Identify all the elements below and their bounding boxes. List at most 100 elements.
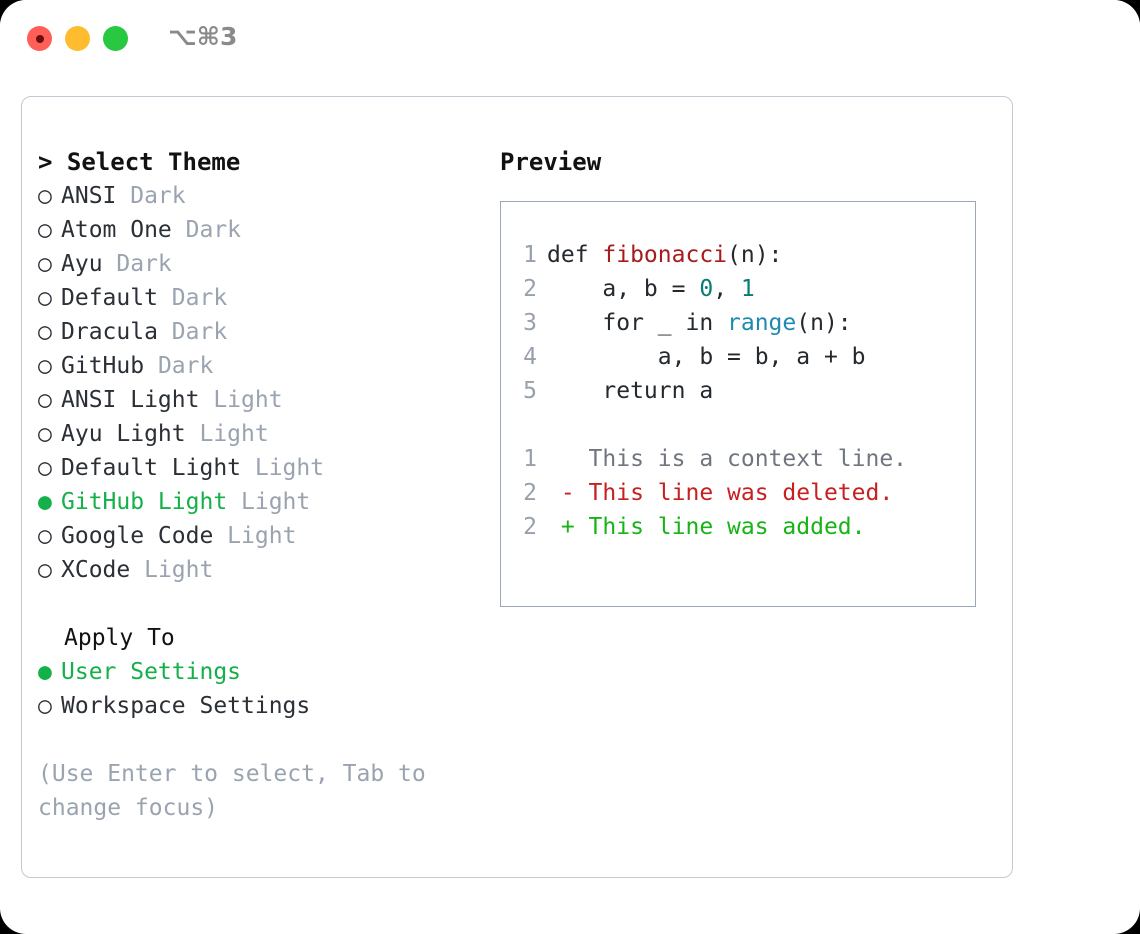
code-token: a, b =	[547, 276, 700, 302]
radio-selected-icon: ●	[38, 489, 52, 515]
section-spacer	[38, 587, 498, 621]
preview-title: Preview	[500, 148, 602, 176]
code-token: range	[727, 310, 797, 336]
theme-option-label: Default	[61, 285, 158, 311]
theme-option-label: XCode	[61, 557, 131, 583]
theme-variant-tag: Dark	[171, 217, 242, 243]
keyboard-hint-text: (Use Enter to select, Tab to change focu…	[38, 761, 440, 821]
theme-option-label: ANSI Light	[61, 387, 200, 413]
theme-option-label: Dracula	[61, 319, 158, 345]
radio-unselected-icon: ○	[38, 455, 52, 481]
radio-unselected-icon: ○	[38, 183, 52, 209]
title-bar: ⌥⌘3	[0, 0, 1140, 78]
theme-option-label: Atom One	[61, 217, 172, 243]
radio-unselected-icon: ○	[38, 557, 52, 583]
theme-option-label: Ayu Light	[61, 421, 186, 447]
code-token: 0	[699, 276, 714, 302]
radio-unselected-icon: ○	[38, 387, 52, 413]
code-line: 5 return a	[501, 374, 975, 408]
radio-unselected-icon: ○	[38, 353, 52, 379]
apply-to-option-label: User Settings	[61, 659, 242, 685]
line-number: 1	[523, 446, 537, 472]
apply-to-option-label: Workspace Settings	[61, 693, 311, 719]
code-token: a, b = b, a + b	[547, 344, 866, 370]
theme-option-list: ○ANSI Dark○Atom One Dark○Ayu Dark○Defaul…	[38, 179, 498, 587]
theme-option[interactable]: ○ XCode Light	[38, 553, 498, 587]
close-button-icon[interactable]	[27, 26, 52, 51]
apply-to-option-list: ● User Settings ○Workspace Settings	[38, 655, 498, 723]
apply-to-option[interactable]: ● User Settings	[38, 655, 498, 689]
theme-option[interactable]: ○ ANSI Light Light	[38, 383, 498, 417]
code-token: (n):	[727, 242, 783, 268]
theme-option[interactable]: ○Atom One Dark	[38, 213, 498, 247]
line-number: 5	[523, 378, 537, 404]
radio-unselected-icon: ○	[38, 523, 52, 549]
radio-unselected-icon: ○	[38, 421, 52, 447]
code-token: def	[547, 242, 603, 268]
main-card: > Select Theme ○ANSI Dark○Atom One Dark○…	[21, 96, 1013, 878]
code-line: 4 a, b = b, a + b	[501, 340, 975, 374]
line-number: 2	[523, 276, 537, 302]
theme-picker-panel: > Select Theme ○ANSI Dark○Atom One Dark○…	[38, 145, 498, 825]
code-token: (n):	[796, 310, 852, 336]
theme-variant-tag: Dark	[102, 251, 172, 277]
line-number: 4	[523, 344, 537, 370]
theme-variant-tag: Light	[199, 387, 283, 413]
code-token: This is a context line.	[547, 446, 908, 472]
radio-selected-icon: ●	[38, 659, 52, 685]
theme-option[interactable]: ● GitHub Light Light	[38, 485, 498, 519]
code-line: 2 a, b = 0, 1	[501, 272, 975, 306]
diff-sample: 1 This is a context line.2 - This line w…	[501, 442, 975, 544]
code-spacer	[501, 408, 975, 442]
theme-variant-tag: Light	[227, 489, 311, 515]
theme-option-label: GitHub	[61, 353, 145, 379]
theme-variant-tag: Dark	[116, 183, 186, 209]
code-token: fibonacci	[602, 242, 728, 268]
theme-option-label: Default Light	[61, 455, 242, 481]
line-number: 2	[523, 480, 537, 506]
code-token: ,	[713, 276, 741, 302]
keyboard-shortcut-label: ⌥⌘3	[168, 22, 238, 51]
theme-option[interactable]: ○ Google Code Light	[38, 519, 498, 553]
radio-unselected-icon: ○	[38, 319, 52, 345]
theme-variant-tag: Light	[130, 557, 214, 583]
theme-option[interactable]: ○ Default Dark	[38, 281, 498, 315]
minimize-button-icon[interactable]	[65, 26, 90, 51]
line-number: 2	[523, 514, 537, 540]
diff-line: 1 This is a context line.	[501, 442, 975, 476]
theme-option[interactable]: ○ Ayu Light Light	[38, 417, 498, 451]
apply-to-title: Apply To	[64, 625, 175, 651]
theme-variant-tag: Light	[241, 455, 325, 481]
theme-variant-tag: Dark	[144, 353, 214, 379]
code-token: 1	[740, 276, 755, 302]
theme-variant-tag: Dark	[157, 285, 228, 311]
code-line: 3 for _ in range(n):	[501, 306, 975, 340]
theme-option[interactable]: ○ GitHub Dark	[38, 349, 498, 383]
theme-option[interactable]: ○ Default Light Light	[38, 451, 498, 485]
theme-option-label: Ayu	[61, 251, 103, 277]
theme-variant-tag: Dark	[157, 319, 228, 345]
theme-option-label: ANSI	[61, 183, 117, 209]
radio-unselected-icon: ○	[38, 285, 52, 311]
apply-to-option[interactable]: ○Workspace Settings	[38, 689, 498, 723]
theme-variant-tag: Light	[185, 421, 269, 447]
theme-option[interactable]: ○ Ayu Dark	[38, 247, 498, 281]
theme-option-label: GitHub Light	[61, 489, 228, 515]
theme-variant-tag: Light	[213, 523, 297, 549]
code-line: 1 def fibonacci(n):	[501, 238, 975, 272]
window-controls	[27, 26, 128, 51]
line-number: 1	[523, 242, 537, 268]
zoom-button-icon[interactable]	[103, 26, 128, 51]
theme-option[interactable]: ○ Dracula Dark	[38, 315, 498, 349]
theme-option[interactable]: ○ ANSI Dark	[38, 179, 498, 213]
theme-option-label: Google Code	[61, 523, 214, 549]
page-title: > Select Theme	[38, 148, 241, 176]
line-number: 3	[523, 310, 537, 336]
radio-unselected-icon: ○	[38, 251, 52, 277]
code-token: + This line was added.	[547, 514, 866, 540]
diff-line: 2 - This line was deleted.	[501, 476, 975, 510]
